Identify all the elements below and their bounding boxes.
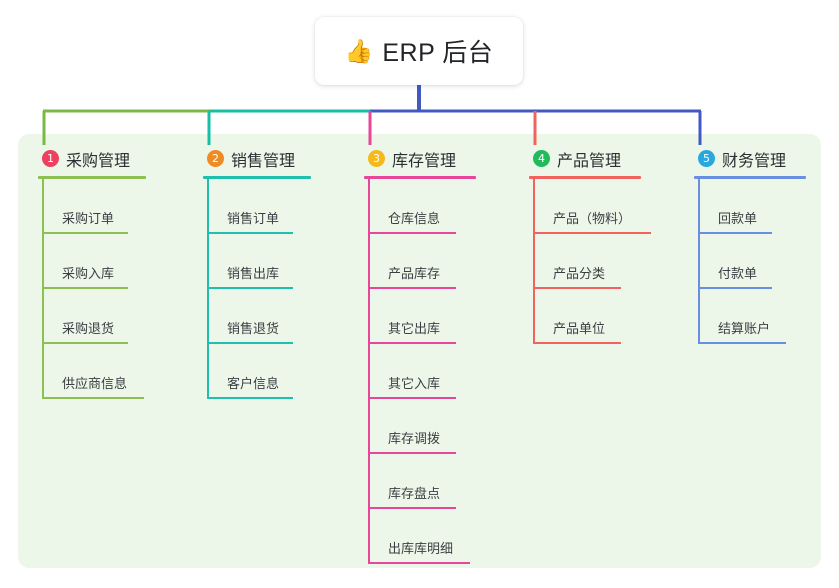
leaf-item-underline xyxy=(370,452,456,454)
leaf-item-label: 销售出库 xyxy=(227,266,280,281)
leaf-item-label: 采购订单 xyxy=(62,211,115,226)
branch-column-2: 2 销售管理销售订单销售出库销售退货客户信息 xyxy=(203,145,311,399)
leaf-item-label: 客户信息 xyxy=(227,376,280,391)
leaf-item[interactable]: 库存盘点 xyxy=(368,454,458,509)
leaf-item-label: 结算账户 xyxy=(718,321,771,336)
branch-column-3: 3 库存管理仓库信息产品库存其它出库其它入库库存调拨库存盘点出库库明细 xyxy=(364,145,476,564)
branch-header-4[interactable]: 4 产品管理 xyxy=(529,145,653,172)
branch-header-5[interactable]: 5 财务管理 xyxy=(694,145,806,172)
leaf-item[interactable]: 结算账户 xyxy=(698,289,788,344)
branch-column-4: 4 产品管理产品（物料） 产品分类产品单位 xyxy=(529,145,653,344)
branch-item-list-2: 销售订单销售出库销售退货客户信息 xyxy=(207,179,311,399)
leaf-item-label: 采购入库 xyxy=(62,266,115,281)
branch-title-4: 产品管理 xyxy=(557,152,622,170)
branch-title-2: 销售管理 xyxy=(231,152,296,170)
leaf-item-label: 产品单位 xyxy=(553,321,606,336)
leaf-item[interactable]: 销售出库 xyxy=(207,234,295,289)
leaf-item-label: 仓库信息 xyxy=(388,211,441,226)
branch-header-2[interactable]: 2 销售管理 xyxy=(203,145,311,172)
leaf-item[interactable]: 其它出库 xyxy=(368,289,458,344)
leaf-item-label: 销售订单 xyxy=(227,211,280,226)
leaf-item[interactable]: 回款单 xyxy=(698,179,774,234)
branch-title-5: 财务管理 xyxy=(722,152,787,170)
branch-column-5: 5 财务管理回款单付款单结算账户 xyxy=(694,145,806,344)
branch-header-1[interactable]: 1 采购管理 xyxy=(38,145,146,172)
thumbs-up-icon: 👍 xyxy=(344,37,374,64)
branch-header-3[interactable]: 3 库存管理 xyxy=(364,145,476,172)
columns-background-panel xyxy=(18,134,821,568)
branch-badge-3: 3 xyxy=(368,150,385,167)
leaf-item-underline xyxy=(44,397,144,399)
leaf-item-underline xyxy=(209,397,293,399)
branch-underline-5 xyxy=(694,176,806,179)
leaf-item-label: 付款单 xyxy=(718,266,758,281)
leaf-item-label: 回款单 xyxy=(718,211,758,226)
leaf-item-underline xyxy=(209,287,293,289)
branch-badge-1: 1 xyxy=(42,150,59,167)
leaf-item[interactable]: 供应商信息 xyxy=(42,344,146,399)
leaf-item[interactable]: 产品分类 xyxy=(533,234,623,289)
leaf-item-label: 其它入库 xyxy=(388,376,441,391)
leaf-item-label: 销售退货 xyxy=(227,321,280,336)
branch-item-list-1: 采购订单采购入库采购退货供应商信息 xyxy=(42,179,146,399)
leaf-item-underline xyxy=(44,287,128,289)
leaf-item-underline xyxy=(700,232,772,234)
branch-title-3: 库存管理 xyxy=(392,152,457,170)
leaf-item-underline xyxy=(209,342,293,344)
branch-item-list-4: 产品（物料） 产品分类产品单位 xyxy=(533,179,653,344)
leaf-item[interactable]: 产品（物料） xyxy=(533,179,653,234)
branch-item-list-5: 回款单付款单结算账户 xyxy=(698,179,806,344)
leaf-item[interactable]: 仓库信息 xyxy=(368,179,458,234)
leaf-item-underline xyxy=(370,397,456,399)
branch-underline-2 xyxy=(203,176,311,179)
leaf-item[interactable]: 库存调拨 xyxy=(368,399,458,454)
branch-badge-2: 2 xyxy=(207,150,224,167)
leaf-item-underline xyxy=(370,562,470,564)
leaf-item-label: 库存盘点 xyxy=(388,486,441,501)
branch-badge-4: 4 xyxy=(533,150,550,167)
leaf-item-label: 产品库存 xyxy=(388,266,441,281)
leaf-item-underline xyxy=(535,287,621,289)
leaf-item-label: 供应商信息 xyxy=(62,376,128,391)
leaf-item-underline xyxy=(370,342,456,344)
leaf-item-label: 产品分类 xyxy=(553,266,606,281)
leaf-item-underline xyxy=(370,232,456,234)
branch-title-1: 采购管理 xyxy=(66,152,131,170)
leaf-item-underline xyxy=(535,232,651,234)
root-node-content: 👍 ERP 后台 xyxy=(345,33,494,69)
leaf-item[interactable]: 销售退货 xyxy=(207,289,295,344)
branch-item-list-3: 仓库信息产品库存其它出库其它入库库存调拨库存盘点出库库明细 xyxy=(368,179,476,564)
branch-badge-5: 5 xyxy=(698,150,715,167)
leaf-item-underline xyxy=(44,232,128,234)
leaf-item[interactable]: 销售订单 xyxy=(207,179,295,234)
leaf-item[interactable]: 产品单位 xyxy=(533,289,623,344)
leaf-item-label: 产品（物料） xyxy=(553,211,632,226)
leaf-item-label: 库存调拨 xyxy=(388,431,441,446)
leaf-item[interactable]: 采购退货 xyxy=(42,289,130,344)
leaf-item-underline xyxy=(209,232,293,234)
leaf-item-label: 采购退货 xyxy=(62,321,115,336)
branch-underline-3 xyxy=(364,176,476,179)
leaf-item-underline xyxy=(700,287,772,289)
leaf-item[interactable]: 付款单 xyxy=(698,234,774,289)
branch-underline-1 xyxy=(38,176,146,179)
leaf-item-label: 其它出库 xyxy=(388,321,441,336)
leaf-item-underline xyxy=(370,507,456,509)
leaf-item[interactable]: 采购入库 xyxy=(42,234,130,289)
leaf-item-underline xyxy=(44,342,128,344)
leaf-item[interactable]: 产品库存 xyxy=(368,234,458,289)
root-node-card[interactable]: 👍 ERP 后台 xyxy=(315,17,523,85)
leaf-item[interactable]: 采购订单 xyxy=(42,179,130,234)
branch-underline-4 xyxy=(529,176,641,179)
leaf-item[interactable]: 出库库明细 xyxy=(368,509,472,564)
leaf-item[interactable]: 客户信息 xyxy=(207,344,295,399)
leaf-item-underline xyxy=(535,342,621,344)
leaf-item-label: 出库库明细 xyxy=(388,541,454,556)
branch-column-1: 1 采购管理采购订单采购入库采购退货供应商信息 xyxy=(38,145,146,399)
leaf-item-underline xyxy=(700,342,786,344)
leaf-item-underline xyxy=(370,287,456,289)
leaf-item[interactable]: 其它入库 xyxy=(368,344,458,399)
root-node-title: ERP 后台 xyxy=(382,39,494,67)
